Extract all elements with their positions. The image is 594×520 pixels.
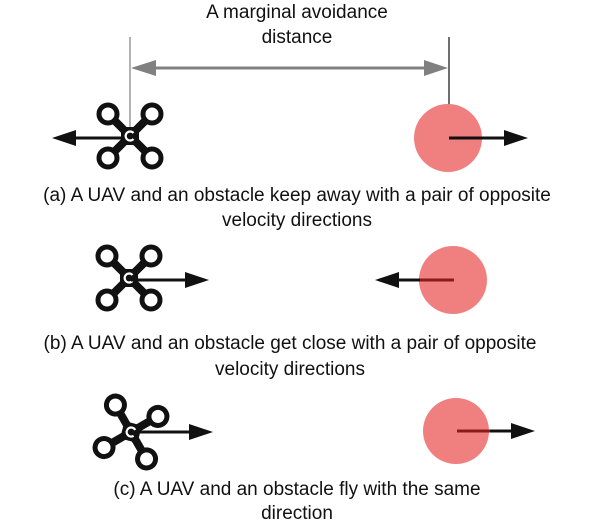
obstacle-circle-icon-c [423, 398, 489, 464]
marginal-distance-arrow [131, 60, 448, 76]
scenario-b: (b) A UAV and an obstacle get close with… [44, 246, 537, 380]
caption-a-line2: velocity directions [222, 210, 372, 231]
velocity-arrow-obstacle-b [375, 272, 454, 288]
obstacle-circle-icon-a [414, 104, 482, 172]
uav-quadcopter-icon-b [98, 247, 160, 309]
caption-b-line1: (b) A UAV and an obstacle get close with… [44, 333, 537, 354]
scenario-c: (c) A UAV and an obstacle fly with the s… [93, 394, 535, 520]
caption-a-line1: (a) A UAV and an obstacle keep away with… [43, 185, 551, 206]
caption-b-line2: velocity directions [215, 359, 365, 380]
caption-c-line2: direction [261, 503, 333, 520]
annotation-line1: A marginal avoidance [206, 2, 388, 23]
velocity-arrow-obstacle-c [457, 423, 535, 439]
velocity-arrow-uav-c [133, 424, 213, 440]
velocity-arrow-uav-b [131, 272, 209, 288]
annotation-line2: distance [262, 27, 333, 48]
velocity-arrow-obstacle-a [449, 130, 528, 146]
scenario-a: (a) A UAV and an obstacle keep away with… [43, 104, 551, 231]
caption-c-line1: (c) A UAV and an obstacle fly with the s… [113, 479, 480, 500]
